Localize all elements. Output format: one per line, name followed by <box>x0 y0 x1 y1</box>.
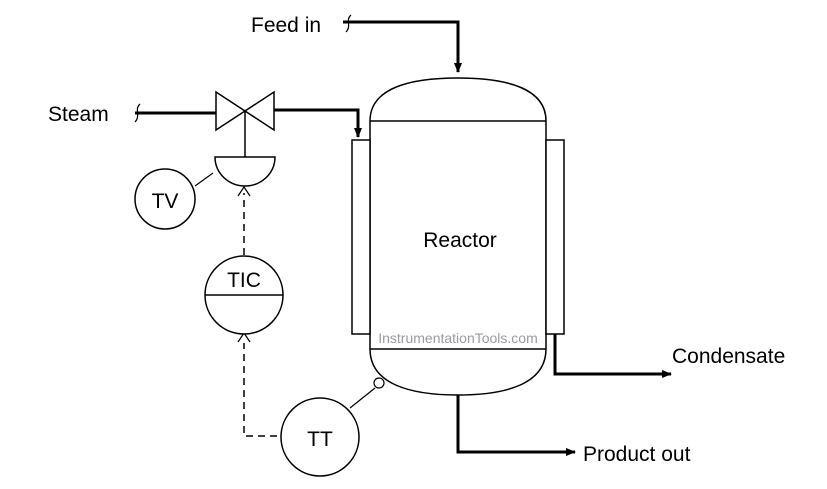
watermark: InstrumentationTools.com <box>378 330 538 346</box>
steam-label: Steam <box>48 103 109 126</box>
reactor-label: Reactor <box>423 229 497 252</box>
tic-controller[interactable]: TIC <box>204 255 284 335</box>
tv-label: TV <box>152 190 179 213</box>
tt-label: TT <box>307 428 333 451</box>
reactor-vessel[interactable]: Reactor <box>369 77 547 396</box>
feed-in-break-symbol <box>345 14 352 33</box>
feed-in-line <box>343 14 462 73</box>
feed-in-label: Feed in <box>251 14 321 37</box>
condensate-line <box>553 334 672 378</box>
product-out-label: Product out <box>583 443 691 466</box>
control-valve[interactable] <box>215 90 275 157</box>
tv-instrument[interactable]: TV <box>134 168 214 230</box>
tt-transmitter[interactable]: TT <box>280 377 385 477</box>
steam-line <box>134 103 362 138</box>
tic-label: TIC <box>227 269 261 292</box>
valve-actuator[interactable] <box>214 156 276 187</box>
reactor-jacket <box>351 139 565 335</box>
condensate-label: Condensate <box>672 345 785 368</box>
steam-break-symbol <box>134 103 141 123</box>
product-out-line <box>456 395 576 456</box>
